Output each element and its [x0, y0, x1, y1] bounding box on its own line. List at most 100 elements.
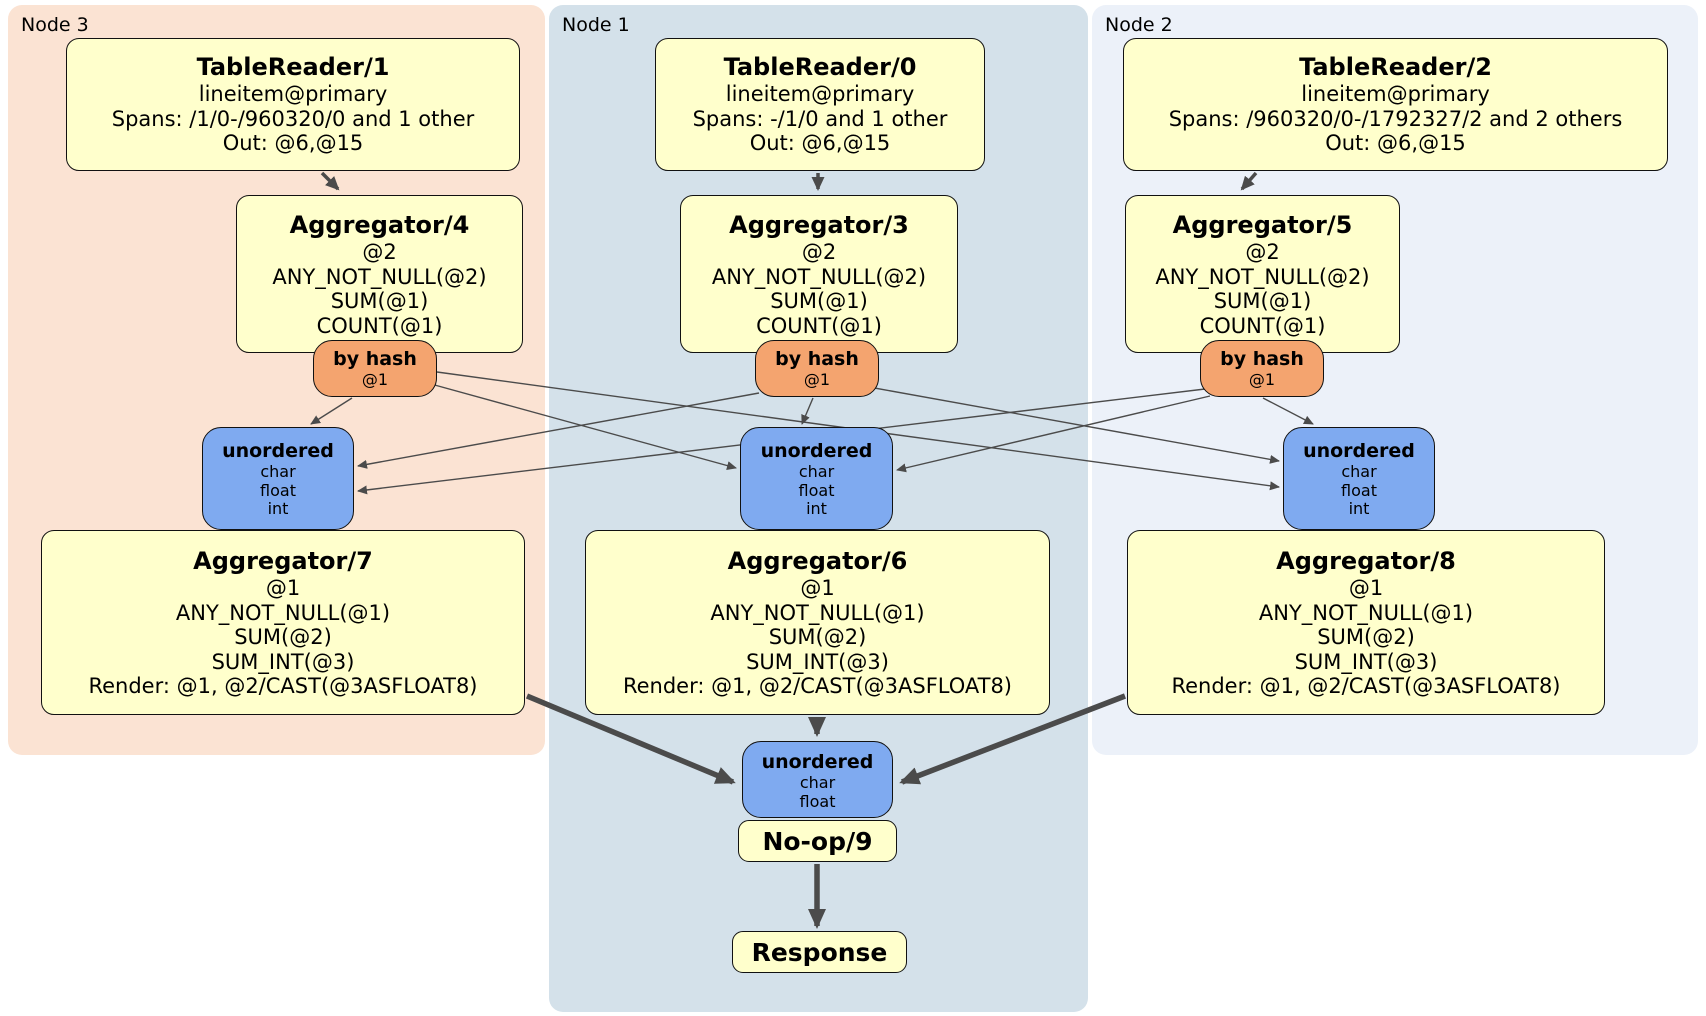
router-title: by hash: [775, 348, 859, 370]
router-key: @1: [803, 370, 831, 389]
stream-type: char: [1341, 462, 1377, 481]
index-label: lineitem@primary: [1301, 82, 1490, 106]
response-box: Response: [732, 931, 907, 973]
stream-type: float: [260, 480, 296, 500]
edge: [357, 392, 760, 469]
unordered-sync-node1: unordered char float int: [740, 427, 893, 530]
group-cols: @2: [1245, 240, 1280, 264]
out-label: Out: @6,@15: [749, 131, 891, 155]
agg-fn: ANY_NOT_NULL(@2): [711, 264, 927, 289]
agg-fn: SUM(@2): [768, 625, 867, 649]
table-reader-2: TableReader/2 lineitem@primary Spans: /9…: [1123, 38, 1668, 171]
agg-fn: COUNT(@1): [316, 313, 443, 338]
spans-label: Spans: -/1/0 and 1 other: [692, 106, 948, 131]
edge: [1262, 397, 1314, 425]
aggregator-7: Aggregator/7 @1 ANY_NOT_NULL(@1) SUM(@2)…: [41, 530, 525, 715]
router-key: @1: [361, 370, 389, 389]
sync-title: unordered: [1303, 440, 1415, 462]
spans-label: Spans: /960320/0-/1792327/2 and 2 others: [1168, 106, 1623, 131]
render-expr: Render: @1, @2/CAST(@3ASFLOAT8): [1171, 674, 1561, 698]
stream-type: char: [798, 462, 835, 481]
processor-title: Aggregator/7: [193, 547, 373, 575]
processor-title: Aggregator/6: [727, 547, 908, 575]
noop-processor: No-op/9: [738, 820, 897, 862]
router-title: by hash: [1220, 348, 1304, 370]
agg-fn: ANY_NOT_NULL(@1): [175, 600, 391, 625]
router-title: by hash: [333, 348, 417, 370]
stream-type: float: [1341, 480, 1377, 500]
response-title: Response: [751, 937, 888, 967]
agg-fn: SUM_INT(@3): [746, 649, 889, 674]
sync-title: unordered: [222, 440, 334, 462]
agg-fn: ANY_NOT_NULL(@1): [710, 600, 925, 625]
stream-type: char: [260, 462, 296, 481]
stream-type: int: [267, 499, 289, 518]
spans-label: Spans: /1/0-/960320/0 and 1 other: [111, 106, 475, 131]
group-cols: @1: [800, 576, 835, 600]
agg-fn: SUM_INT(@3): [1294, 649, 1438, 674]
edge: [896, 395, 1211, 473]
processor-title: No-op/9: [762, 826, 873, 856]
node1-label: Node 1: [562, 14, 630, 36]
final-merge-arrows: [525, 693, 1126, 929]
processor-title: TableReader/1: [196, 53, 390, 81]
router-key: @1: [1248, 370, 1276, 389]
edge: [430, 383, 737, 470]
agg-fn: COUNT(@1): [756, 313, 882, 338]
stream-type: char: [799, 773, 836, 792]
hash-router-node2: by hash @1: [1200, 340, 1324, 397]
group-cols: @1: [1348, 576, 1384, 600]
aggregator-3: Aggregator/3 @2 ANY_NOT_NULL(@2) SUM(@1)…: [680, 195, 958, 353]
sync-title: unordered: [761, 751, 874, 773]
table-reader-1: TableReader/1 lineitem@primary Spans: /1…: [66, 38, 520, 171]
sync-title: unordered: [760, 440, 873, 462]
index-label: lineitem@primary: [198, 82, 388, 106]
unordered-sync-node2: unordered char float int: [1283, 427, 1435, 530]
stream-type: float: [798, 480, 835, 500]
agg-fn: ANY_NOT_NULL(@2): [272, 264, 487, 289]
table-reader-0: TableReader/0 lineitem@primary Spans: -/…: [655, 38, 985, 171]
aggregator-5: Aggregator/5 @2 ANY_NOT_NULL(@2) SUM(@1)…: [1125, 195, 1400, 353]
processor-title: Aggregator/5: [1172, 211, 1353, 239]
agg-fn: SUM(@1): [330, 289, 429, 313]
render-expr: Render: @1, @2/CAST(@3ASFLOAT8): [88, 674, 478, 698]
edge: [310, 397, 353, 425]
aggregator-8: Aggregator/8 @1 ANY_NOT_NULL(@1) SUM(@2)…: [1127, 530, 1605, 715]
index-label: lineitem@primary: [725, 82, 915, 106]
agg-fn: SUM(@2): [1317, 625, 1415, 649]
hash-router-node3: by hash @1: [313, 340, 437, 397]
edge: [1240, 171, 1258, 191]
agg-fn: SUM_INT(@3): [211, 649, 355, 674]
aggregator-4: Aggregator/4 @2 ANY_NOT_NULL(@2) SUM(@1)…: [236, 195, 523, 353]
group-cols: @1: [265, 576, 301, 600]
processor-title: Aggregator/4: [289, 211, 470, 239]
edge: [801, 397, 814, 425]
agg-fn: SUM(@1): [1213, 289, 1312, 313]
out-label: Out: @6,@15: [1325, 131, 1466, 155]
hash-router-node1: by hash @1: [755, 340, 879, 397]
edge: [320, 171, 340, 191]
unordered-sync-node3: unordered char float int: [202, 427, 354, 530]
processor-title: Aggregator/3: [729, 211, 909, 239]
node2-label: Node 2: [1105, 14, 1173, 36]
processor-title: TableReader/0: [723, 53, 917, 81]
edge: [525, 693, 736, 785]
agg-fn: COUNT(@1): [1199, 313, 1326, 338]
out-label: Out: @6,@15: [222, 131, 364, 155]
group-cols: @2: [362, 240, 397, 264]
edge: [868, 386, 1280, 464]
render-expr: Render: @1, @2/CAST(@3ASFLOAT8): [622, 674, 1013, 698]
agg-fn: ANY_NOT_NULL(@1): [1258, 600, 1474, 625]
agg-fn: ANY_NOT_NULL(@2): [1155, 264, 1370, 289]
edge: [899, 693, 1126, 785]
group-cols: @2: [801, 240, 837, 264]
node3-label: Node 3: [21, 14, 89, 36]
agg-fn: SUM(@2): [234, 625, 332, 649]
processor-title: Aggregator/8: [1276, 547, 1456, 575]
stream-type: float: [799, 791, 836, 811]
processor-title: TableReader/2: [1299, 53, 1492, 81]
tablereader-arrows: [320, 171, 1258, 191]
unordered-sync-output: unordered char float: [742, 741, 893, 818]
